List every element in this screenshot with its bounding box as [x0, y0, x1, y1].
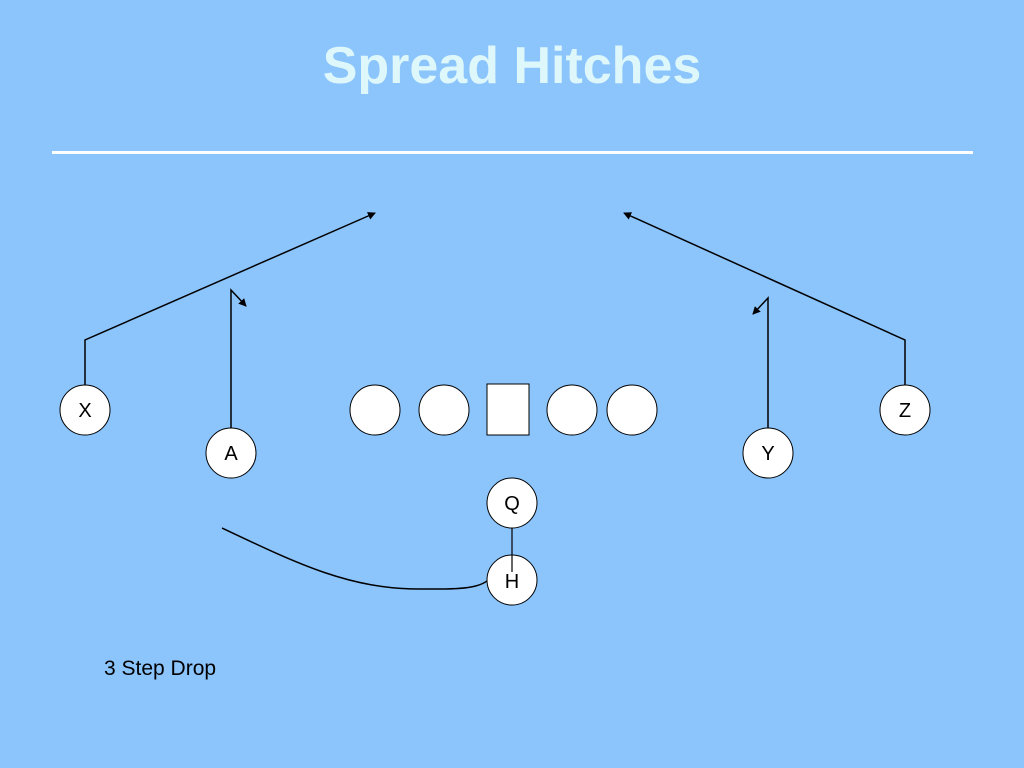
- h-route-line: [221, 527, 493, 590]
- player-y: Y: [742, 427, 794, 479]
- player-h-label: H: [505, 571, 519, 593]
- player-x-label: X: [78, 400, 91, 422]
- player-q: Q: [486, 477, 538, 529]
- player-z: Z: [879, 384, 931, 436]
- left-tackle: [349, 384, 401, 436]
- player-a-label: A: [224, 443, 238, 465]
- left-guard: [418, 384, 470, 436]
- z-route-line: [623, 212, 906, 385]
- player-y-label: Y: [761, 443, 774, 465]
- slide-title: Spread Hitches: [322, 37, 702, 95]
- a-route-line: [230, 288, 247, 430]
- title-divider: [52, 151, 973, 154]
- drop-caption: 3 Step Drop: [104, 657, 217, 680]
- y-route-line: [752, 296, 769, 430]
- player-z-label: Z: [899, 400, 911, 422]
- center-square: [486, 383, 530, 436]
- x-route-line: [84, 212, 376, 385]
- player-h: H: [486, 554, 538, 606]
- right-guard: [546, 384, 598, 436]
- player-q-label: Q: [504, 493, 520, 515]
- player-x: X: [59, 384, 111, 436]
- right-tackle: [606, 384, 658, 436]
- player-a: A: [205, 427, 257, 479]
